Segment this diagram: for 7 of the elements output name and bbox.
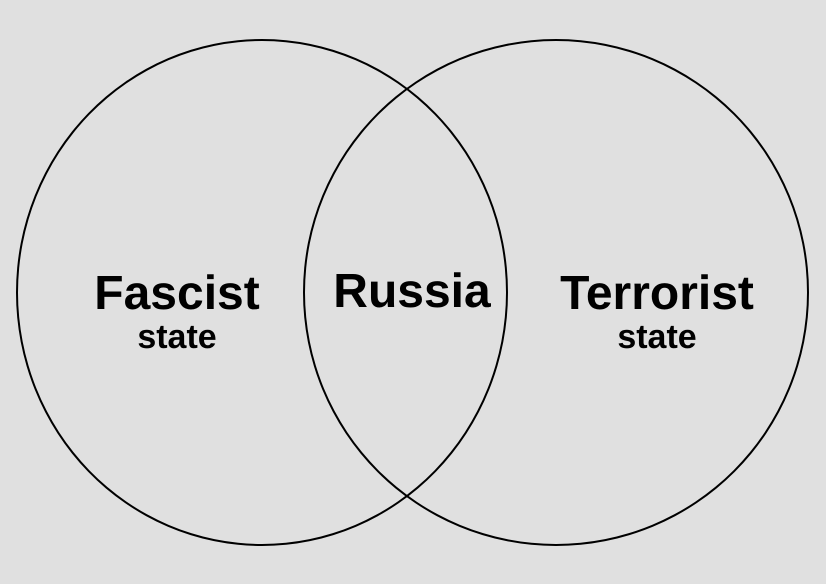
circle-subtitle: state bbox=[137, 320, 217, 354]
circle-title: Terrorist bbox=[560, 270, 754, 318]
circle-title: Fascist bbox=[94, 270, 260, 318]
circle-subtitle: state bbox=[617, 320, 697, 354]
venn-circle bbox=[303, 39, 809, 546]
overlap-label: Russia bbox=[333, 268, 491, 316]
venn-circle bbox=[16, 39, 508, 546]
